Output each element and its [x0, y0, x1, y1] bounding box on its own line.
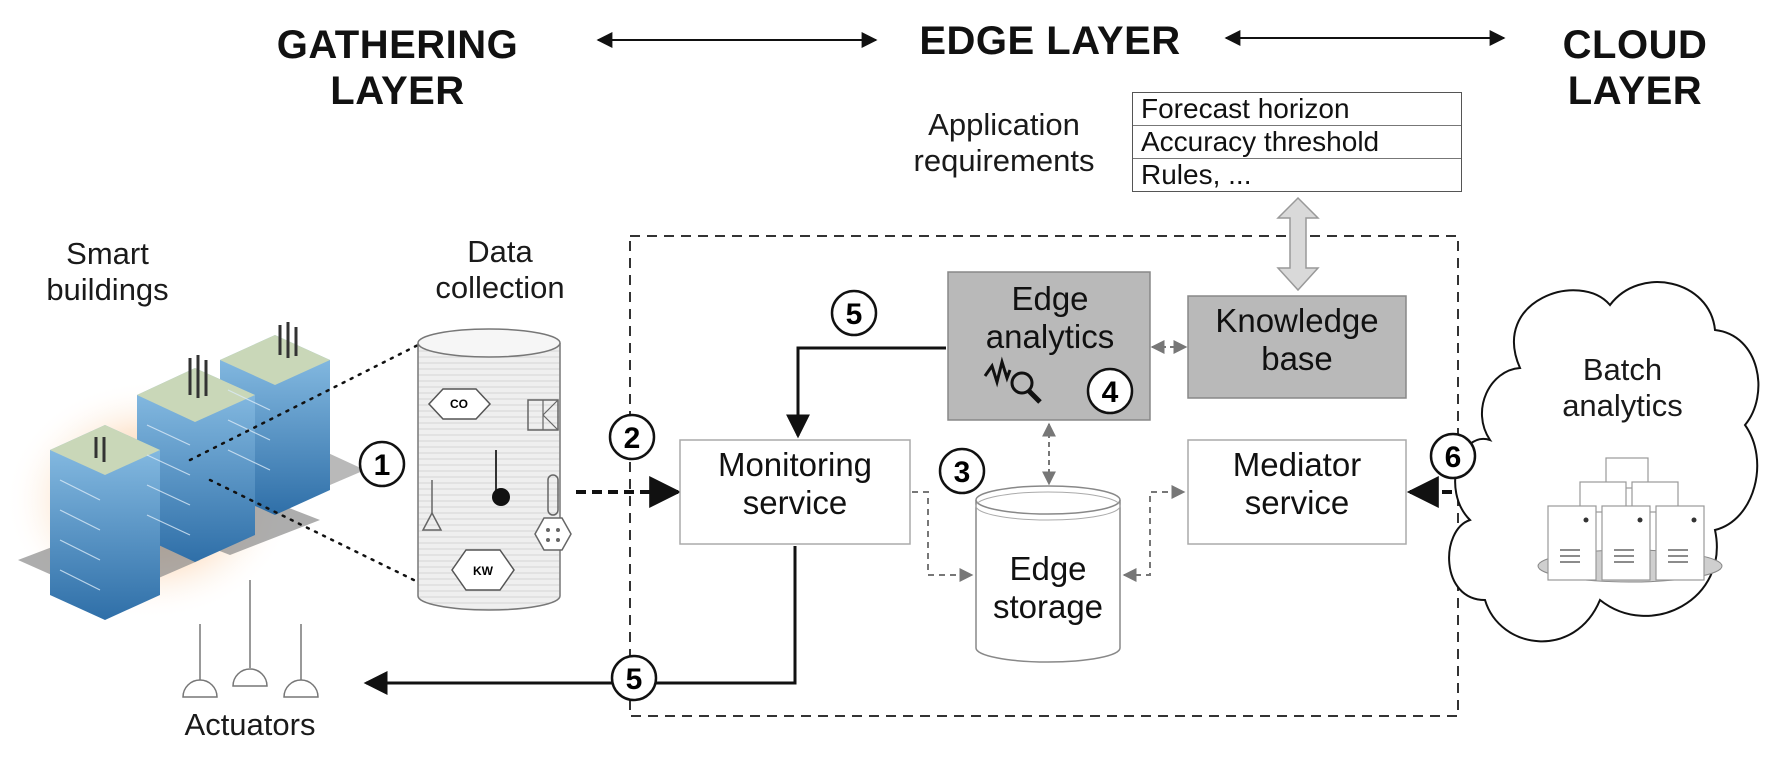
cloud-shape	[1448, 281, 1760, 643]
batch-analytics-label: Batch analytics	[1562, 352, 1683, 423]
smart-buildings-icon	[5, 322, 365, 620]
app-requirements-label: Application requirements	[913, 107, 1095, 178]
monitoring-service-box	[679, 439, 911, 545]
step-6-circle	[1429, 432, 1477, 480]
requirement-row: Rules, ...	[1141, 159, 1252, 190]
step-6-label: 6	[1445, 441, 1462, 474]
kw-sensor-icon	[451, 549, 515, 591]
triangle-sensor-icon	[421, 511, 443, 531]
mediator-service-label: Mediator service	[1232, 446, 1362, 521]
step-3-circle	[938, 447, 986, 495]
knowledge-base-box	[1187, 295, 1407, 399]
step-1-label: 1	[374, 449, 391, 482]
step-5-top-circle	[830, 289, 878, 337]
edge-storage-cylinder	[975, 485, 1121, 663]
kb-requirements-arrow	[1276, 196, 1320, 292]
smart-buildings-label: Smart buildings	[46, 236, 169, 307]
cloud-layer-title: CLOUD LAYER	[1562, 23, 1708, 113]
edge-layer-title: EDGE LAYER	[919, 19, 1181, 63]
step-4-circle	[1086, 367, 1134, 415]
link-dotted-bottom	[208, 478, 424, 586]
edge-analytics-label: Edge analytics	[985, 280, 1115, 355]
arrow-analytics-to-monitoring	[786, 346, 946, 439]
gathering-layer-title: GATHERING LAYER	[276, 23, 519, 113]
temperature-sensor-icon	[492, 488, 510, 506]
arrow-monitoring-storage	[912, 491, 974, 582]
co-label: CO	[450, 397, 468, 411]
edge-boundary	[629, 235, 1459, 717]
knowledge-base-label: Knowledge base	[1215, 302, 1379, 377]
step-5-top-label: 5	[846, 298, 863, 331]
data-collection-label: Data collection	[435, 234, 565, 305]
step-2-circle	[608, 413, 656, 461]
link-dotted-top	[188, 341, 424, 462]
edge-storage-label: Edge storage	[992, 550, 1104, 625]
monitoring-service-label: Monitoring service	[717, 446, 873, 521]
requirement-row: Accuracy threshold	[1133, 126, 1461, 159]
arrow-monitoring-to-actuators	[363, 546, 797, 695]
requirement-row: Forecast horizon	[1133, 93, 1461, 126]
requirements-table: Forecast horizon Accuracy threshold Rule…	[1132, 92, 1462, 192]
step-5-bottom-circle	[610, 654, 658, 702]
thermometer-icon	[547, 474, 559, 516]
step-1-circle	[358, 440, 406, 488]
plug-sensor-icon	[534, 517, 572, 551]
analytics-magnifier-icon	[983, 356, 1042, 404]
arrow-storage-mediator	[1122, 485, 1186, 582]
kw-label: KW	[473, 564, 494, 578]
step-3-label: 3	[954, 456, 971, 489]
step-4-label: 4	[1102, 376, 1119, 409]
servers-icon	[1537, 457, 1723, 583]
data-collection-cylinder	[417, 328, 572, 611]
co-sensor-icon	[427, 388, 492, 420]
mediator-service-box	[1187, 439, 1407, 545]
actuators-label: Actuators	[184, 707, 316, 742]
step-2-label: 2	[624, 422, 641, 455]
step-5-bottom-label: 5	[626, 663, 643, 696]
actuators-icon	[182, 580, 319, 698]
